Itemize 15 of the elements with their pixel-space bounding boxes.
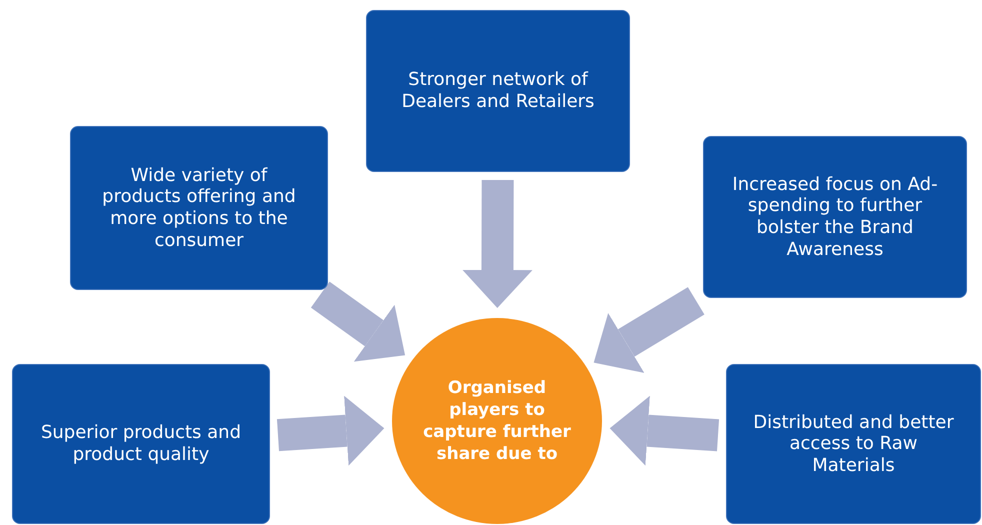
block-arrow — [276, 396, 384, 466]
node-text: Organised players to capture further share due to — [422, 376, 572, 466]
node-text: Distributed and better access to Raw Materials — [752, 412, 955, 476]
block-arrow — [310, 282, 406, 362]
factor-box — [12, 364, 270, 524]
node-text: Superior products and product quality — [40, 422, 242, 466]
factor-box — [703, 136, 967, 298]
block-arrow — [594, 287, 704, 373]
factor-box — [366, 10, 630, 172]
node-text: Wide variety of products offering and more options to the consumer — [101, 164, 297, 252]
factor-box — [726, 364, 981, 524]
node-text: Increased focus on Ad-spending to further bolster the Brand Awareness — [731, 174, 939, 260]
block-arrow — [462, 180, 532, 308]
factor-box — [70, 126, 328, 290]
node-text: Stronger network of Dealers and Retailers — [400, 69, 596, 113]
